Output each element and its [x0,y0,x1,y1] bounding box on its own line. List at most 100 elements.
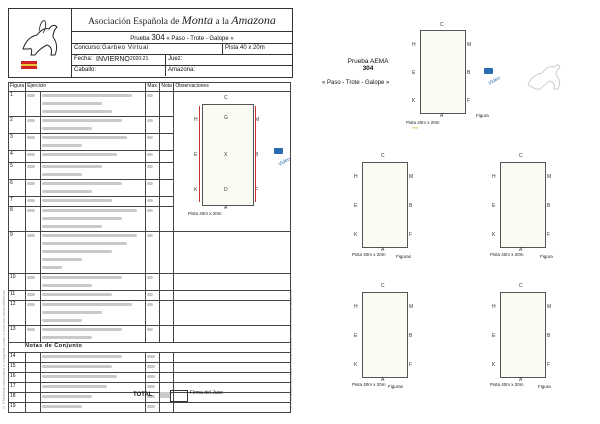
header-amazona-label: Amazona: [168,67,196,73]
video-link[interactable]: Video [487,75,502,87]
right-figuras-label: Figuras [388,384,404,389]
video-camera-icon[interactable] [274,148,283,154]
total-box[interactable] [170,390,188,402]
arena-main-letters-M: M [409,174,414,180]
table-row: 12 [7,300,291,326]
header-pista-label: Pista 40 x 20m [225,45,265,51]
table-header-row: Figura Ejercicio Max. Nota Observaciones [7,82,291,92]
col-figura: Figura [7,82,27,92]
total-value [160,392,170,398]
letter-A: A [440,113,444,119]
caballo-row: Caballo: Amazona: [72,65,292,76]
header-title-prefix: Asociación Española de [88,17,180,27]
right-figura-label: Figura [540,254,553,259]
table-rows-9: 10 [7,273,27,291]
letter-M: M [467,42,472,48]
arena-main-letters-E: E [354,203,358,209]
letter-F: F [255,187,259,193]
arena-main-letters-K: K [354,362,358,368]
right-pista-caption: Pista 40m x 20m [490,382,524,387]
table-conjunto-title: Notas de Conjunto [8,342,291,353]
table-row: 16 [7,372,291,383]
col-obs: Observaciones [173,82,291,92]
letter-D: D [224,187,228,193]
table-conjunto-rows-5: 19 [7,402,27,413]
rider-logo-icon [9,9,72,77]
right-title-block: Prueba AEMA 304 [340,58,396,72]
table-row: 3 [7,133,291,151]
arena-main-letters-E: E [492,203,496,209]
arena-main-letters-C: C [519,283,523,289]
header-prueba-num: 304 [151,33,165,42]
arena-figure-4 [500,292,546,378]
arena-main-letters-E: E [492,333,496,339]
arena-main-letters-C: C [381,153,385,159]
col-max: Max. [145,82,161,92]
arena-main-letters-H: H [492,304,496,310]
figura-label: Figura [476,113,489,118]
letter-A: A [224,205,228,211]
header-concurso-label: Concurso: [74,45,102,51]
right-prueba-title: Prueba AEMA [347,58,389,65]
concurso-row: Concurso: Garbeo Virtual Pista 40 x 20m [72,43,292,55]
arena-main-letters-A: A [381,247,385,253]
arena-main-letters-K: K [492,362,496,368]
table-conjunto-rows-1: 15 [7,362,27,373]
arena-main-letters-F: F [547,232,551,238]
table-row: 11 [7,290,291,301]
header-fecha-label: Fecha: [74,56,93,62]
arena-main-letters-B: B [409,333,413,339]
table-conjunto-rows-2: 16 [7,372,27,383]
arena-main-letters-F: F [409,362,413,368]
arena-main-letters-A: A [519,377,523,383]
arena-main-letters-H: H [492,174,496,180]
arena-right-top [420,30,466,114]
letter-E: E [412,70,416,76]
header-caballo-label: Caballo: [74,67,97,73]
right-figura-label: Figura [538,384,551,389]
right-pista-caption: Pista 40m x 20m [352,382,386,387]
table-conjunto-rows-3: 17 [7,382,27,393]
table-row: 13 [7,325,291,343]
table-row: 17 [7,382,291,393]
letter-M: M [255,117,260,123]
table-rows-3: 4 [7,150,27,163]
right-prueba-num: 304 [362,65,374,72]
col-ejercicio: Ejercicio [25,82,147,92]
arena-figure-2 [500,162,546,248]
table-row: 14 [7,352,291,363]
arena-main-letters-K: K [354,232,358,238]
table-row: 10 [7,273,291,291]
score-sheet-header: Asociación Española de Monta a la Amazon… [8,8,293,78]
header-fecha-value: INVIERNO [96,56,130,63]
header-title-script1: Monta [181,13,214,27]
table-rows-5: 6 [7,179,27,197]
table-row: 9 [7,231,291,274]
arena-main-letters-M: M [547,304,552,310]
video-camera-icon[interactable] [484,68,493,74]
association-title: Asociación Española de Monta a la Amazon… [72,9,292,32]
arena-main-letters-M: M [547,174,552,180]
header-title-mid: a la [215,17,229,27]
header-fecha-year: 2020-21 [130,56,149,62]
arena-main-letters-B: B [547,333,551,339]
arena-figure-1 [362,162,408,248]
header-prueba-label: Prueba [130,36,150,42]
table-rows-10: 11 [7,290,27,301]
arena-main-letters-F: F [547,362,551,368]
arena-main-letters-C: C [381,283,385,289]
table-rows-11: 12 [7,300,27,326]
table-rows-8: 9 [7,231,27,274]
arena-main-letters-F: F [409,232,413,238]
arena-main [202,104,254,206]
table-row: 19 [7,402,291,413]
table-rows-4: 5 [7,162,27,180]
arena-main-letters-K: K [492,232,496,238]
table-row: 6 [7,179,291,197]
arena-main-letters-A: A [381,377,385,383]
letter-F: F [467,98,471,104]
fecha-row: Fecha: INVIERNO 2020-21 Juez: [72,54,292,66]
letter-B: B [255,152,259,158]
table-rows-1: 2 [7,116,27,134]
arena-main-letters-B: B [547,203,551,209]
